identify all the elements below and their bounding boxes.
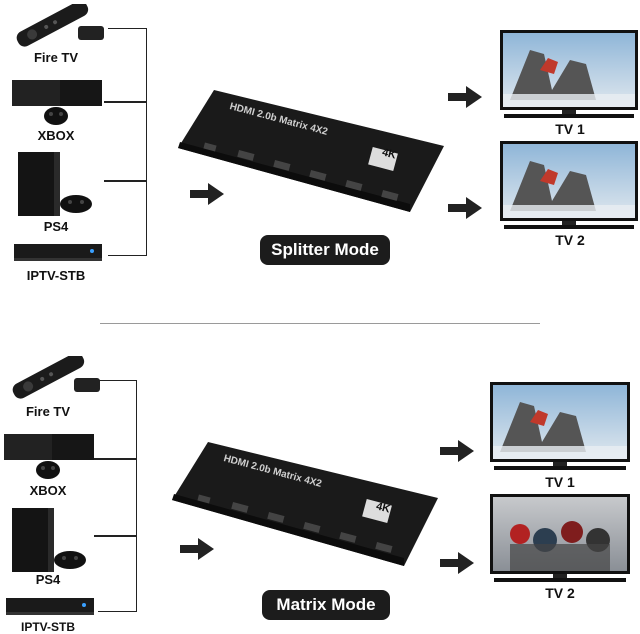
fire-tv-icon bbox=[8, 0, 108, 48]
tv-icon bbox=[500, 30, 638, 122]
source-label-fire-tv: Fire TV bbox=[25, 404, 71, 419]
source-tick bbox=[94, 535, 136, 537]
tv-icon bbox=[500, 141, 638, 233]
ps4-icon bbox=[12, 508, 92, 574]
mode-label-splitter: Splitter Mode bbox=[260, 235, 390, 265]
hdmi-matrix-device bbox=[176, 86, 446, 214]
source-bracket bbox=[98, 380, 137, 612]
source-tick bbox=[104, 180, 146, 182]
arrow-right-icon bbox=[440, 552, 474, 574]
source-label-iptv-stb: IPTV-STB bbox=[26, 268, 86, 283]
arrow-right-icon bbox=[448, 86, 482, 108]
output-label-tv-1: TV 1 bbox=[555, 121, 585, 137]
xbox-icon bbox=[12, 78, 104, 128]
arrow-right-icon bbox=[440, 440, 474, 462]
output-label-tv-2: TV 2 bbox=[545, 585, 575, 601]
fire-tv-icon bbox=[4, 352, 104, 400]
ps4-icon bbox=[18, 152, 98, 218]
iptv-stb-icon bbox=[12, 240, 104, 264]
tv-icon bbox=[490, 382, 630, 474]
output-label-tv-1: TV 1 bbox=[545, 474, 575, 490]
hdmi-matrix-device bbox=[170, 438, 440, 570]
section-divider bbox=[100, 323, 540, 324]
mode-label-matrix: Matrix Mode bbox=[262, 590, 390, 620]
arrow-right-icon bbox=[190, 183, 224, 205]
arrow-right-icon bbox=[180, 538, 214, 560]
source-label-fire-tv: Fire TV bbox=[33, 50, 79, 65]
source-tick bbox=[104, 101, 146, 103]
source-label-ps4: PS4 bbox=[43, 219, 69, 234]
arrow-right-icon bbox=[448, 197, 482, 219]
xbox-icon bbox=[4, 432, 96, 482]
source-label-xbox: XBOX bbox=[37, 128, 75, 143]
source-tick bbox=[94, 458, 136, 460]
source-label-xbox: XBOX bbox=[29, 483, 67, 498]
iptv-stb-icon bbox=[4, 594, 96, 618]
tv-icon bbox=[490, 494, 630, 586]
output-label-tv-2: TV 2 bbox=[555, 232, 585, 248]
source-label-ps4: PS4 bbox=[35, 572, 61, 587]
source-label-iptv-stb: IPTV-STB bbox=[20, 620, 75, 634]
source-bracket bbox=[108, 28, 147, 256]
